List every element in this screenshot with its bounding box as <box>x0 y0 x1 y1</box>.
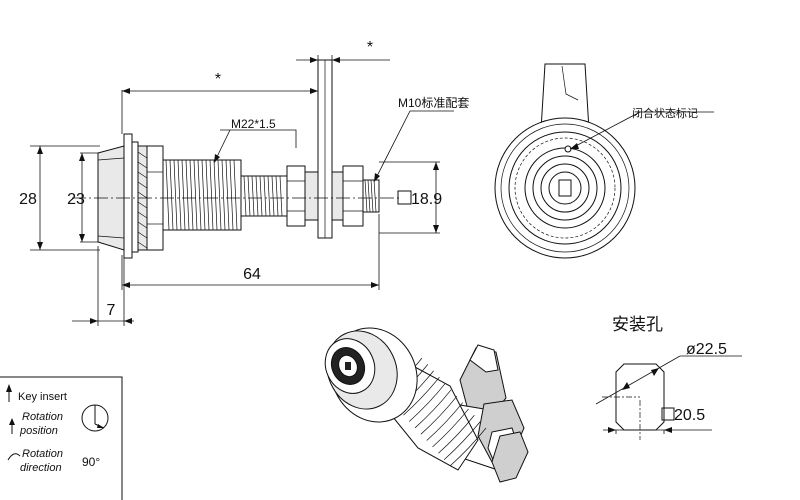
dim-64 <box>121 214 380 290</box>
dim-28 <box>30 145 100 251</box>
dim-28-label: 28 <box>19 191 37 208</box>
legend-key-insert: Key insert <box>18 391 67 403</box>
mounting-hole <box>595 355 742 440</box>
front-ring <box>508 131 622 245</box>
legend-rotation-position-2: position <box>19 425 58 437</box>
hole-diameter-label: ø22.5 <box>686 341 727 358</box>
rotation-position-icon <box>9 418 15 425</box>
thread-spec-label: M22*1.5 <box>231 117 276 131</box>
nut-leader <box>373 110 454 183</box>
dim-top-label: * <box>215 71 221 88</box>
dim-upper-label: * <box>367 39 373 56</box>
key-insert-icon <box>6 384 12 392</box>
dim-64-label: 64 <box>243 266 261 283</box>
legend-rotation-position-1: Rotation <box>22 411 63 423</box>
threaded-body <box>162 159 242 231</box>
closed-state-label: 闭合状态标记 <box>632 106 698 120</box>
dim-7-label: 7 <box>107 302 116 319</box>
dim-23 <box>79 152 98 243</box>
dim-upper <box>296 55 390 63</box>
legend-rotation-direction-2: direction <box>20 462 62 474</box>
side-view <box>72 59 400 259</box>
legend-box <box>0 376 123 500</box>
thread-leader <box>220 129 297 148</box>
dim-23-label: 23 <box>67 191 85 208</box>
dim-18-9-label: 18.9 <box>411 191 442 208</box>
mounting-hole-title: 安装孔 <box>612 315 663 334</box>
isometric-view <box>324 327 529 483</box>
keyhole <box>548 171 582 205</box>
flange <box>123 133 133 259</box>
nut-spec-label: M10标准配套 <box>398 96 469 110</box>
rotation-direction-icon <box>7 453 21 461</box>
hole-width-label: 20.5 <box>674 407 705 424</box>
legend-angle: 90° <box>82 455 100 469</box>
dim-18-9 <box>379 161 440 234</box>
front-view <box>494 63 636 259</box>
legend-rotation-direction-1: Rotation <box>22 448 63 460</box>
dim-7 <box>72 246 134 326</box>
dim-top <box>121 88 318 134</box>
